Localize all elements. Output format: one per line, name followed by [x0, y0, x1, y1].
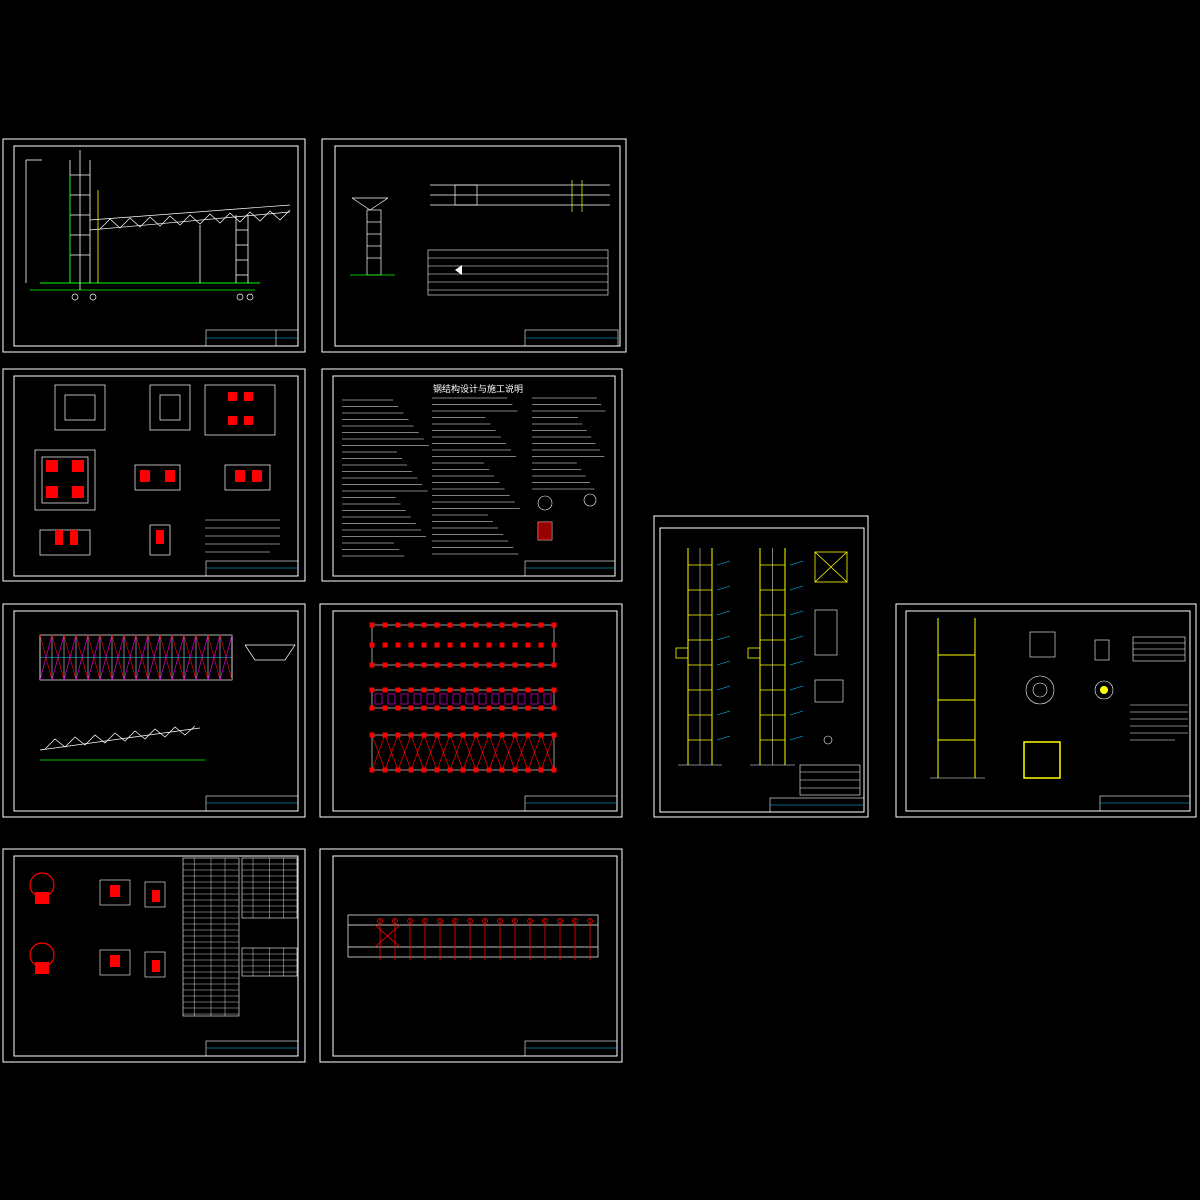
- sheet-8-column-details[interactable]: [895, 603, 1197, 818]
- sheet-2-section-plan[interactable]: [321, 138, 627, 353]
- notes-text-block: [342, 397, 606, 557]
- sheet-9-node-details[interactable]: [2, 848, 306, 1063]
- sheet-6-node-layout[interactable]: [319, 603, 623, 818]
- sheet-1-roof-elevation[interactable]: [2, 138, 306, 353]
- node-layout-rows: [369, 622, 557, 773]
- sheet-3-foundation-details[interactable]: [2, 368, 306, 582]
- member-tables: [182, 857, 298, 1017]
- sheet-10-long-plan[interactable]: [319, 848, 623, 1063]
- title-block: [205, 329, 299, 347]
- design-notes-heading: 钢结构设计与施工说明: [433, 383, 523, 395]
- sheet-5-roof-plan-bracing[interactable]: [2, 603, 306, 818]
- sheet-4-design-notes[interactable]: 钢结构设计与施工说明: [321, 368, 623, 582]
- tower-frames: [675, 548, 804, 766]
- sheet-7-tower-elevations[interactable]: [653, 515, 869, 818]
- long-plan-columns: [377, 918, 593, 960]
- roof-bracing-grid: [39, 634, 233, 681]
